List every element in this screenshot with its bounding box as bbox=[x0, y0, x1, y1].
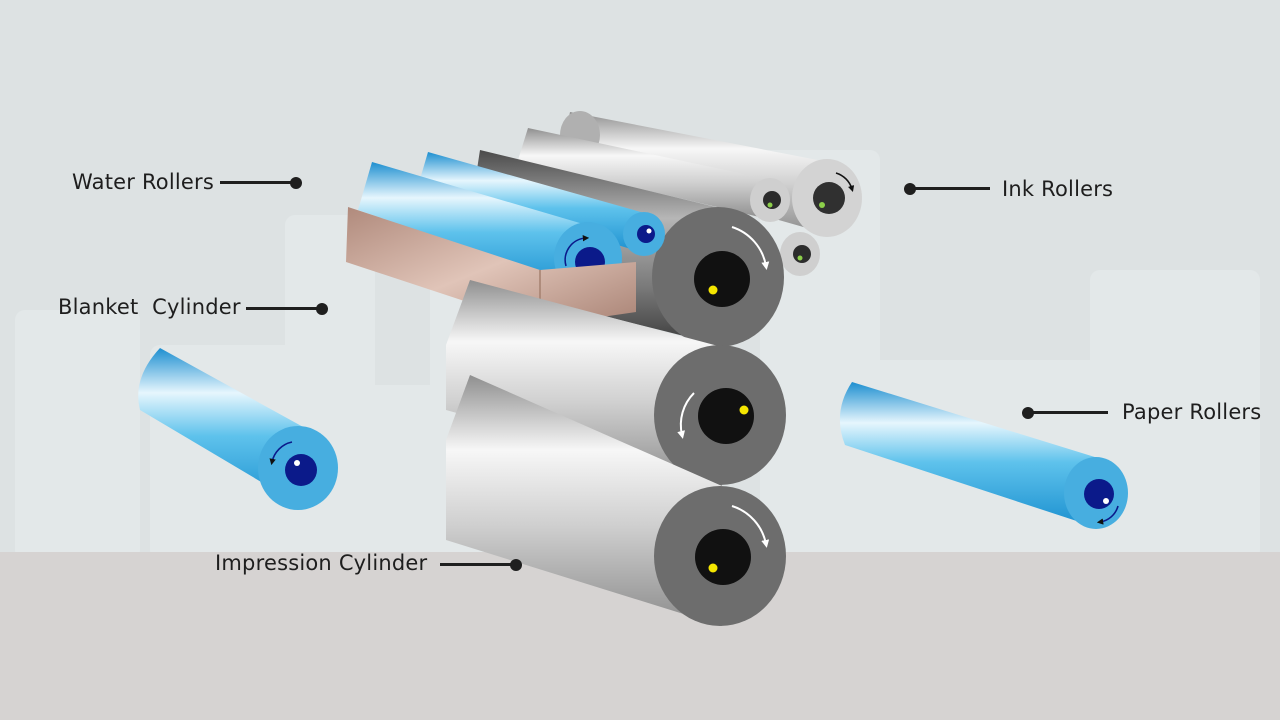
paper-roller-left bbox=[138, 348, 338, 510]
label-ink-rollers: Ink Rollers bbox=[1002, 177, 1114, 201]
ink-roller-small bbox=[780, 232, 820, 276]
label-impression-cylinder: Impression Cylinder bbox=[215, 551, 428, 575]
label-water-rollers: Water Rollers bbox=[72, 170, 215, 194]
leader-water-rollers bbox=[220, 176, 302, 189]
leader-ink-rollers bbox=[904, 182, 990, 195]
label-paper-rollers: Paper Rollers bbox=[1122, 400, 1262, 424]
leader-blanket-cylinder bbox=[246, 302, 328, 315]
blanket-cylinder bbox=[446, 280, 786, 486]
leader-impression-cylinder bbox=[440, 558, 522, 571]
ink-roller-front bbox=[518, 128, 790, 222]
paper-roller-right bbox=[839, 382, 1128, 529]
label-blanket-cylinder: Blanket Cylinder bbox=[58, 295, 241, 319]
impression-cylinder bbox=[446, 375, 786, 626]
leader-paper-rollers bbox=[1022, 406, 1108, 419]
